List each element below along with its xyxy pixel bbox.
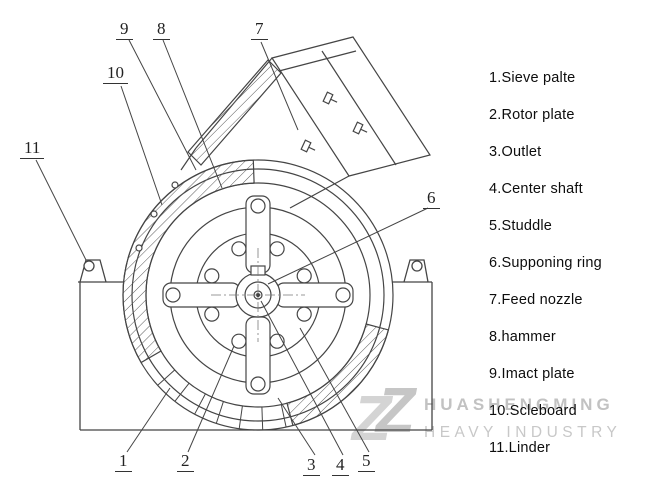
callout-8: 8 <box>153 20 170 40</box>
hopper-body <box>271 36 431 177</box>
leader-2 <box>187 345 235 453</box>
leader-9 <box>128 39 197 171</box>
legend-item-hammer: 8.hammer <box>489 329 556 345</box>
leader-8 <box>162 39 223 189</box>
right-pivot <box>411 260 423 272</box>
watermark-z-back: Z <box>350 382 394 454</box>
callout-11: 11 <box>20 139 45 159</box>
casing-bolt-2 <box>150 210 158 218</box>
callout-1: 1 <box>115 452 132 472</box>
leader-11 <box>35 159 87 261</box>
legend-item-feed-nozzle: 7.Feed nozzle <box>489 292 583 308</box>
legend-item-outlet: 3.Outlet <box>489 144 542 160</box>
legend-item-supporting-ring: 6.Supponing ring <box>489 255 602 271</box>
right-pivot-bracket <box>403 259 429 283</box>
sieve-plate-hatch <box>286 323 390 427</box>
leader-4 <box>260 300 344 456</box>
sieve-grate-ticks <box>157 369 287 430</box>
left-pivot <box>83 260 95 272</box>
hammer-pin-top <box>250 198 266 214</box>
callout-6: 6 <box>423 189 440 209</box>
watermark-z-front: Z <box>374 374 418 446</box>
callout-9: 9 <box>116 20 133 40</box>
legend-item-linder: 11.Linder <box>489 440 551 456</box>
rotor-assembly <box>162 195 354 395</box>
legend-item-impact-plate: 9.Imact plate <box>489 366 575 382</box>
leader-10 <box>120 85 163 206</box>
leader-6 <box>267 207 429 285</box>
leader-1 <box>126 387 171 453</box>
hammer-pin-bottom <box>250 376 266 392</box>
watermark-industry: HEAVY INDUSTRY <box>424 424 621 441</box>
watermark-logo: Z Z HUASHENGMING HEAVY INDUSTRY <box>350 374 621 454</box>
callout-10: 10 <box>103 64 128 84</box>
legend-item-rotor-plate: 2.Rotor plate <box>489 107 575 123</box>
casing-bolt-3 <box>135 244 143 252</box>
casing <box>122 159 394 431</box>
impact-plate-hatch <box>122 159 255 364</box>
hammer-pin-right <box>335 287 351 303</box>
chute-wall-hatch <box>187 59 282 166</box>
leader-7 <box>260 41 299 131</box>
hopper-bolt-3 <box>300 139 316 153</box>
studdle-bolts <box>204 241 312 349</box>
callout-5: 5 <box>358 452 375 472</box>
leader-3 <box>277 397 316 456</box>
leader-lines <box>35 39 429 456</box>
legend-item-sieve-plate: 1.Sieve palte <box>489 70 576 86</box>
leader-5 <box>299 327 370 453</box>
left-pivot-bracket <box>79 259 107 283</box>
legend-item-center-shaft: 4.Center shaft <box>489 181 583 197</box>
callout-7: 7 <box>251 20 268 40</box>
watermark-name: HUASHENGMING <box>424 395 614 414</box>
callout-2: 2 <box>177 452 194 472</box>
hammer-pin-left <box>165 287 181 303</box>
legend-item-studdle: 5.Studdle <box>489 218 553 234</box>
hopper-bolt-1 <box>322 91 338 105</box>
hopper-bolt-2 <box>352 121 368 135</box>
parts-legend: 1.Sieve palte 2.Rotor plate 3.Outlet 4.C… <box>489 70 644 477</box>
feed-hopper <box>180 36 431 209</box>
callout-4: 4 <box>332 456 349 476</box>
callout-3: 3 <box>303 456 320 476</box>
centerlines <box>211 248 305 342</box>
legend-item-scleboard: 10.Scleboard <box>489 403 577 419</box>
casing-bolt-1 <box>171 181 179 189</box>
